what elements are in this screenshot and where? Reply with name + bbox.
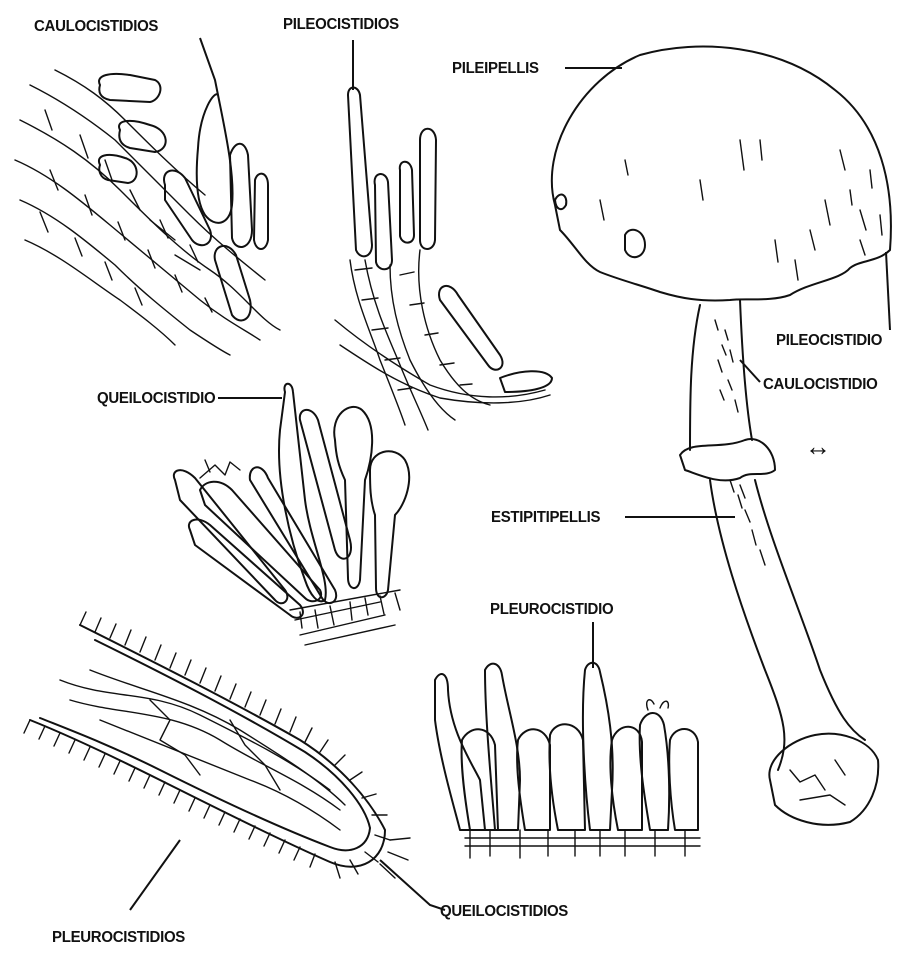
- label-pleurocistidios: PLEUROCISTIDIOS: [52, 929, 185, 947]
- mushroom-drawing: [552, 47, 891, 825]
- caulocistidios-drawing: [15, 70, 280, 355]
- pleurocistidio-drawing: [435, 663, 700, 858]
- label-caulocistidio: CAULOCISTIDIO: [763, 376, 877, 394]
- pileocistidios-drawing: [335, 88, 552, 431]
- label-estipitipellis: ESTIPITIPELLIS: [491, 509, 600, 527]
- queilocistidio-drawing: [174, 384, 409, 645]
- leader-caulocistidio: [740, 360, 760, 382]
- leader-pileocistidio: [886, 252, 890, 330]
- label-queilocistidio: QUEILOCISTIDIO: [97, 390, 215, 408]
- label-caulocistidios: CAULOCISTIDIOS: [34, 18, 158, 36]
- leader-queilocistidios: [380, 860, 445, 910]
- leader-lines: [130, 38, 890, 910]
- gill-section-drawing: [24, 612, 410, 878]
- label-pileocistidios: PILEOCISTIDIOS: [283, 16, 399, 34]
- double-arrow-icon: ↔: [805, 436, 831, 457]
- leader-caulocistidios: [200, 38, 218, 95]
- label-queilocistidios: QUEILOCISTIDIOS: [440, 903, 568, 921]
- label-pleurocistidio: PLEUROCISTIDIO: [490, 601, 613, 619]
- label-pileipellis: PILEIPELLIS: [452, 60, 539, 78]
- label-pileocistidio: PILEOCISTIDIO: [776, 332, 882, 350]
- leader-pleurocistidios: [130, 840, 180, 910]
